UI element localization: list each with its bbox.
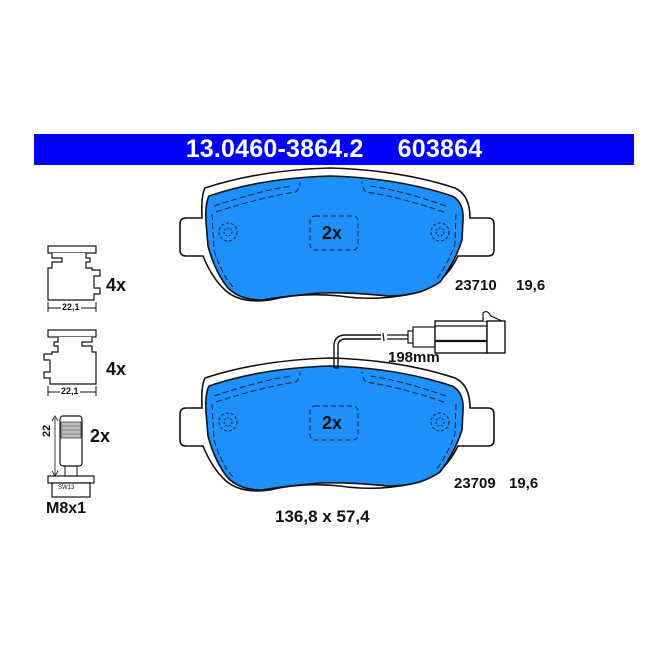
bolt-wrench-size: SW13 <box>58 485 75 491</box>
upper-pad-quantity: 2x <box>322 223 343 243</box>
clip-b-quantity: 4x <box>106 359 127 379</box>
article-number: 603864 <box>397 135 483 163</box>
pad-dimensions: 136,8 x 57,4 <box>275 507 370 526</box>
bolt-thread: M8x1 <box>46 500 87 517</box>
upper-pad-ref-code: 23710 <box>455 277 497 294</box>
sensor-cable-length: 198mm <box>388 349 440 366</box>
bolt-quantity: 2x <box>90 426 111 446</box>
upper-pad-thickness: 19,6 <box>516 277 546 294</box>
bolt-length: 22 <box>41 424 53 437</box>
header-banner: 13.0460-3864.2 603864 <box>34 134 634 165</box>
clip-a-width: 22,1 <box>61 302 81 312</box>
bolt-drawing <box>47 415 95 498</box>
clip-b-drawing <box>43 329 97 385</box>
clip-b-width: 22,1 <box>60 386 80 396</box>
clip-a-quantity: 4x <box>106 275 127 295</box>
lower-pad-thickness: 19,6 <box>509 475 539 492</box>
wear-sensor-cable <box>333 310 506 369</box>
lower-pad-ref-code: 23709 <box>454 475 496 492</box>
part-number: 13.0460-3864.2 <box>185 135 364 163</box>
lower-pad-quantity: 2x <box>322 413 343 433</box>
